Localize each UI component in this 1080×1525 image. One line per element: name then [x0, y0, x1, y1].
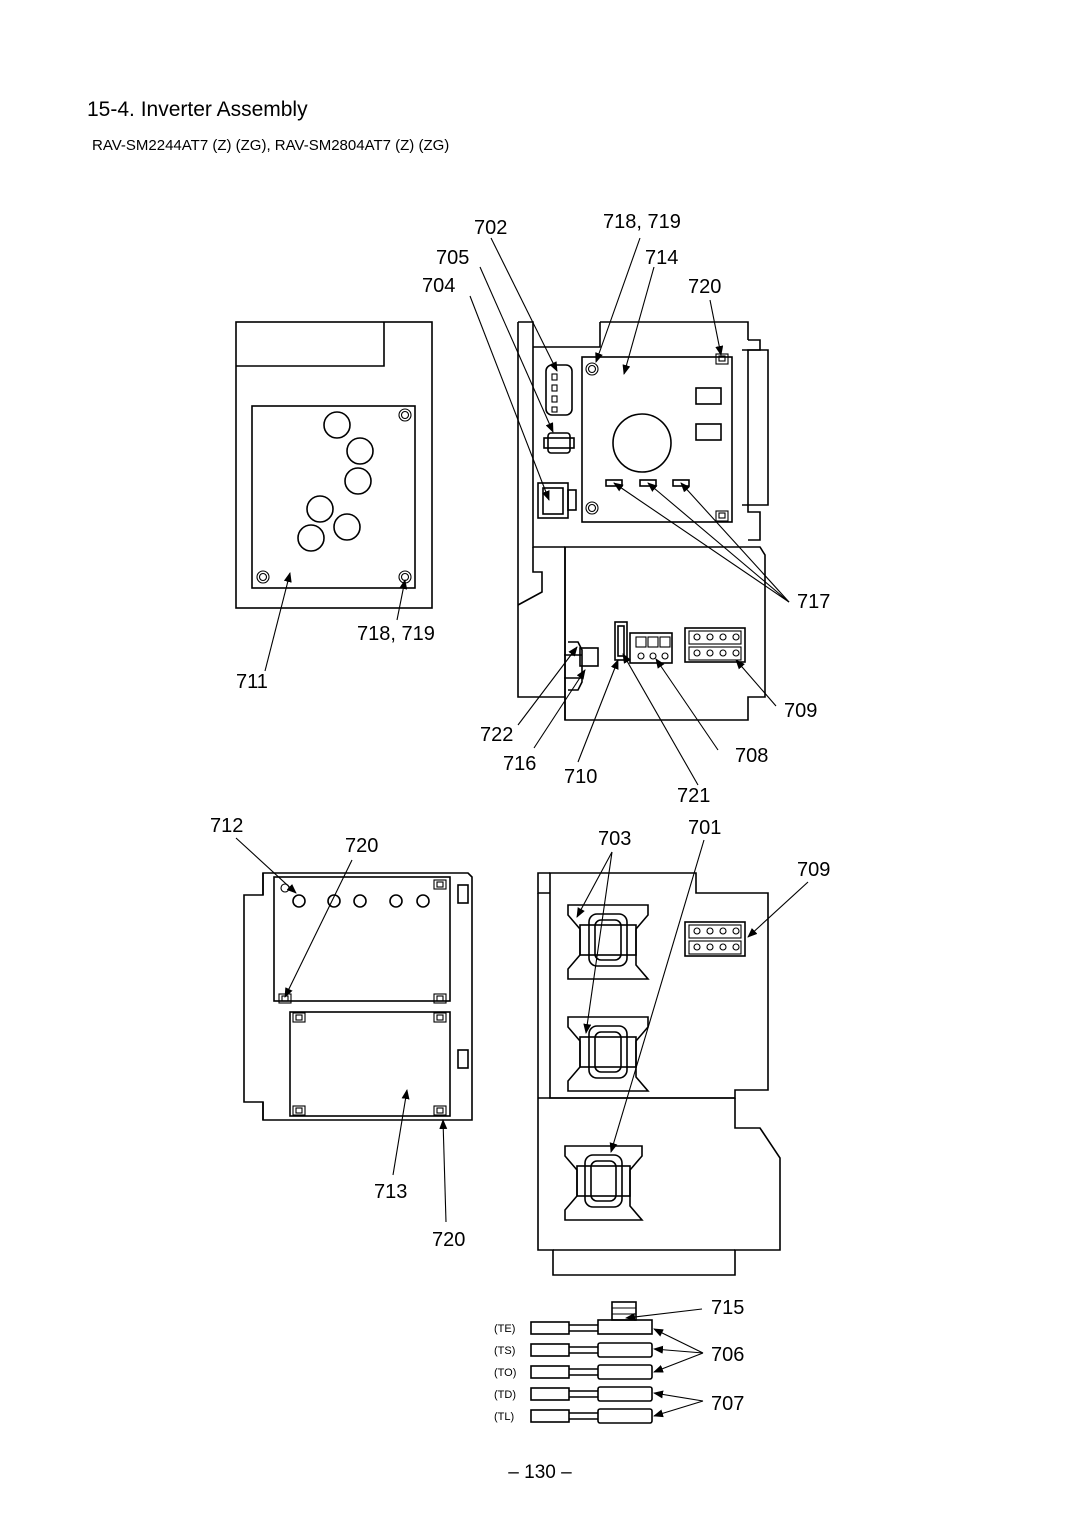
callout-702: 702: [474, 217, 507, 239]
callout-708: 708: [735, 745, 768, 767]
callout-714: 714: [645, 247, 678, 269]
callout-715: 715: [711, 1297, 744, 1319]
sensor-to: [530, 1364, 653, 1380]
section-title: 15-4. Inverter Assembly: [87, 98, 308, 121]
page-number: – 130 –: [508, 1462, 572, 1483]
reactor-701: [564, 1145, 644, 1221]
callout-720-mid: 720: [345, 835, 378, 857]
callout-718-719-left: 718, 719: [357, 623, 435, 645]
callout-709-mid: 709: [784, 700, 817, 722]
sensor-td: [530, 1386, 653, 1402]
callout-721: 721: [677, 785, 710, 807]
sensor-te: [530, 1321, 598, 1335]
callout-706: 706: [711, 1344, 744, 1366]
callout-labels: 702 705 704 718, 719 714 720 717 718, 71…: [210, 211, 830, 1415]
callout-703: 703: [598, 828, 631, 850]
sensor-label-to: (TO): [494, 1367, 516, 1379]
sensor-label-td: (TD): [494, 1389, 516, 1401]
callout-701: 701: [688, 817, 721, 839]
reactor-703-lower: [567, 1016, 650, 1092]
sensor-group: (TE) (TS) (TO) (TD) (TL): [494, 1301, 653, 1424]
callout-710: 710: [564, 766, 597, 788]
sensor-label-te: (TE): [494, 1323, 515, 1335]
sensor-label-ts: (TS): [494, 1345, 515, 1357]
inverter-unit-top: [517, 321, 769, 721]
reactor-unit: [537, 872, 781, 1276]
leader-lines: [235, 237, 809, 1418]
callout-720-top: 720: [688, 276, 721, 298]
callout-722: 722: [480, 724, 513, 746]
callout-718-719-top: 718, 719: [603, 211, 681, 233]
callout-717: 717: [797, 591, 830, 613]
callout-711: 711: [236, 671, 268, 693]
reactor-703-upper: [567, 904, 650, 980]
panel-711: [235, 321, 433, 609]
callout-720-low: 720: [432, 1229, 465, 1251]
sensor-label-tl: (TL): [494, 1411, 514, 1423]
callout-712: 712: [210, 815, 243, 837]
sensor-ts: [530, 1342, 653, 1358]
callout-716: 716: [503, 753, 536, 775]
panel-712-713: [243, 872, 473, 1121]
callout-704: 704: [422, 275, 455, 297]
callout-709-low: 709: [797, 859, 830, 881]
callout-713: 713: [374, 1181, 407, 1203]
sensor-tl: [530, 1408, 653, 1424]
callout-705: 705: [436, 247, 469, 269]
callout-707: 707: [711, 1393, 744, 1415]
model-subtitle: RAV-SM2244AT7 (Z) (ZG), RAV-SM2804AT7 (Z…: [92, 137, 450, 154]
